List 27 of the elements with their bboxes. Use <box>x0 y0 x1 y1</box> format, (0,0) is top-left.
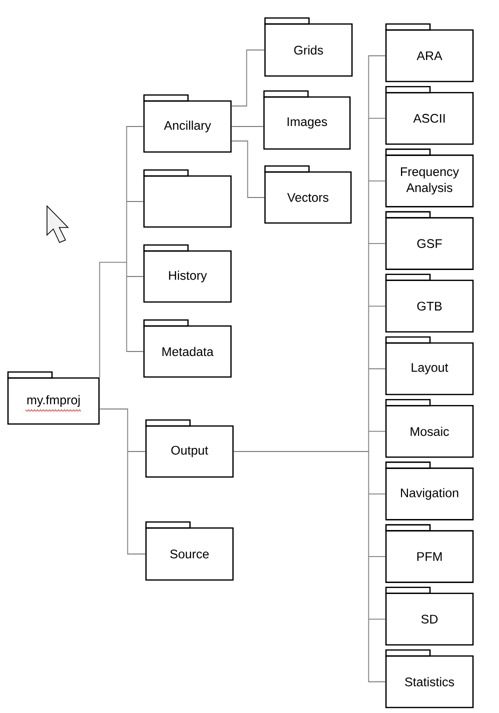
folder-box: Grids <box>264 17 353 77</box>
connector-line <box>99 408 146 554</box>
folder-box: Source <box>145 521 234 581</box>
folder-box: History <box>143 244 232 303</box>
folder-box: Layout <box>385 336 474 396</box>
connector-line <box>231 140 265 198</box>
folder-box: SD <box>385 586 474 646</box>
folder-box: Statistics <box>385 649 474 708</box>
folder-box: Vectors <box>264 165 352 224</box>
folder-box: Images <box>263 90 351 150</box>
folder-box: Frequency Analysis <box>385 148 474 208</box>
folder-box: ASCII <box>385 86 474 145</box>
connector-line <box>231 50 265 106</box>
folder-box: Mosaic <box>385 398 474 458</box>
folder-box: Metadata <box>143 319 232 378</box>
folder-box: PFM <box>385 524 474 583</box>
folder-box <box>143 169 232 228</box>
folder-box: my.fmproj <box>7 371 100 425</box>
folder-box: ARA <box>385 23 474 82</box>
folder-box: GTB <box>385 274 474 333</box>
folder-box: Output <box>145 419 234 478</box>
folder-box: GSF <box>385 211 474 270</box>
folder-box: Ancillary <box>143 94 232 153</box>
connector-line <box>231 126 264 127</box>
connector-line <box>99 126 144 378</box>
folder-box: Navigation <box>385 462 474 520</box>
connector-line <box>233 55 386 682</box>
